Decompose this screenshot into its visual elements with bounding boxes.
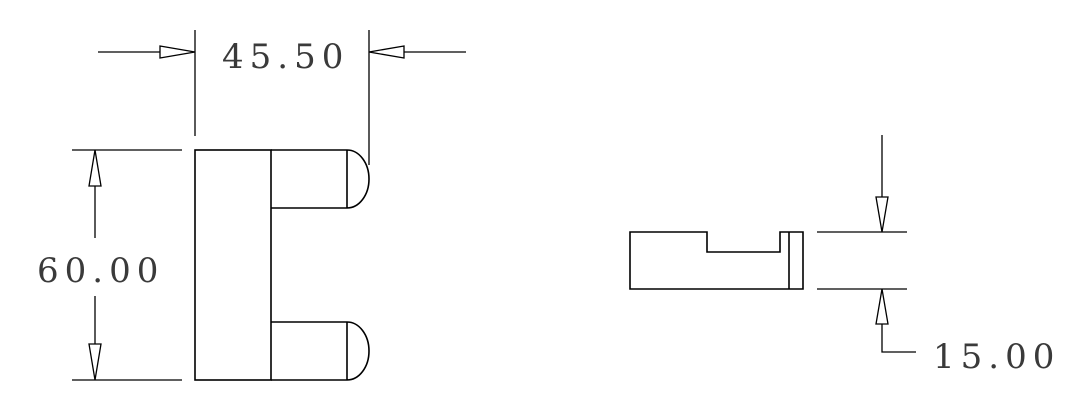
thickness-dimension-label: 15.00 [933,337,1060,377]
side-view [629,231,804,290]
width-arrow-right [368,45,405,59]
side-view-outline [629,231,804,290]
height-dimension: 60.00 [37,149,182,381]
width-dimension: 45.50 [98,30,466,165]
height-dimension-label: 60.00 [37,251,164,291]
width-dimension-label: 45.50 [222,37,349,77]
width-arrow-left [159,45,196,59]
front-view [194,149,370,381]
height-arrow-top [88,149,102,187]
height-arrow-bottom [88,343,102,381]
thickness-arrow-bottom [875,288,889,325]
front-view-upper-prong [271,149,370,209]
thickness-dimension: 15.00 [817,135,1060,377]
thickness-arrow-top [875,196,889,233]
front-view-body [194,149,272,381]
front-view-lower-prong [271,321,370,381]
thickness-leader-bottom [881,324,916,353]
